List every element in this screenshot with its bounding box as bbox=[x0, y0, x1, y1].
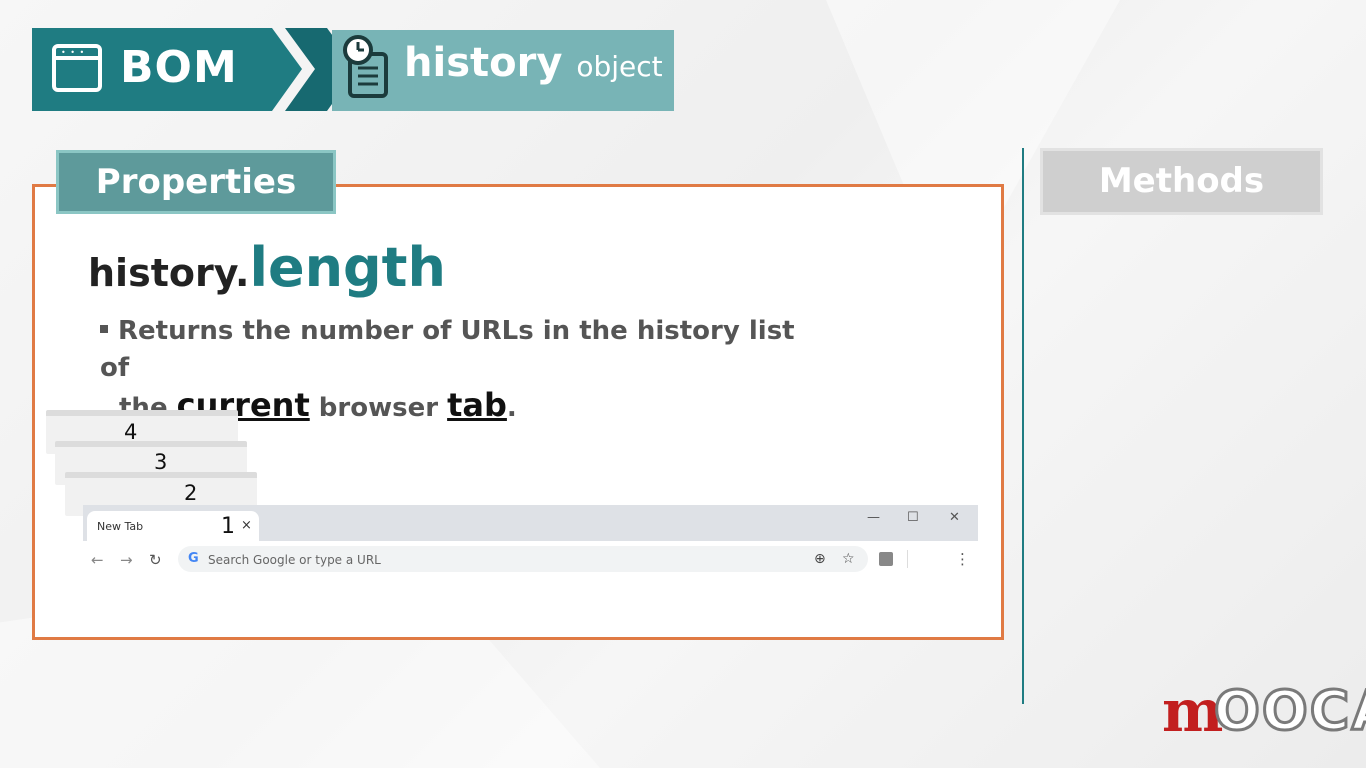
section-banner: • • • BOM history object bbox=[32, 28, 674, 111]
bom-banner-segment bbox=[32, 28, 302, 111]
browser-toolbar: ← → ↻ G Search Google or type a URL ⊕ ☆ … bbox=[83, 541, 978, 579]
browser-window: New Tab 1 × — ☐ ✕ ← → ↻ G Search Google … bbox=[83, 505, 978, 579]
browser-tab[interactable]: New Tab 1 × bbox=[87, 511, 259, 541]
properties-tab: Properties bbox=[56, 150, 336, 214]
zoom-icon[interactable]: ⊕ bbox=[814, 551, 826, 567]
heading-property: length bbox=[249, 236, 446, 299]
methods-tab: Methods bbox=[1040, 148, 1323, 215]
history-entry-number: 3 bbox=[154, 450, 168, 474]
logo-wordmark: OOCA bbox=[1212, 678, 1366, 743]
close-window-icon[interactable]: ✕ bbox=[949, 510, 960, 525]
description-line-1: Returns the number of URLs in the histor… bbox=[100, 316, 795, 383]
property-heading: history.length bbox=[88, 236, 446, 299]
tab-title: New Tab bbox=[97, 520, 144, 533]
address-bar[interactable]: G Search Google or type a URL ⊕ ☆ bbox=[178, 546, 868, 572]
pdf-icon[interactable] bbox=[879, 552, 893, 566]
star-icon[interactable]: ☆ bbox=[842, 551, 855, 567]
google-icon: G bbox=[188, 551, 199, 566]
history-entry-number: 2 bbox=[184, 481, 198, 505]
description-period: . bbox=[506, 393, 517, 423]
address-placeholder: Search Google or type a URL bbox=[208, 553, 381, 567]
reload-icon[interactable]: ↻ bbox=[149, 551, 162, 569]
history-entry-number: 4 bbox=[124, 420, 138, 444]
bom-title: BOM bbox=[120, 42, 238, 93]
toolbar-separator bbox=[907, 550, 908, 568]
maximize-icon[interactable]: ☐ bbox=[907, 510, 919, 525]
minimize-icon[interactable]: — bbox=[867, 510, 880, 525]
description-word-browser: browser bbox=[318, 393, 439, 423]
history-document-icon bbox=[343, 35, 388, 98]
heading-object: history bbox=[88, 251, 235, 295]
bullet-marker bbox=[100, 324, 108, 333]
browser-window-icon: • • • bbox=[52, 44, 102, 92]
object-word: object bbox=[576, 50, 663, 83]
back-icon[interactable]: ← bbox=[91, 551, 104, 569]
section-divider bbox=[1022, 148, 1024, 704]
history-title: history object bbox=[404, 40, 663, 86]
menu-icon[interactable]: ⋮ bbox=[955, 550, 970, 568]
heading-dot: . bbox=[235, 251, 250, 295]
history-entry-number: 1 bbox=[221, 514, 235, 539]
logo-mark: m bbox=[1162, 677, 1223, 745]
tab-strip: New Tab 1 × — ☐ ✕ bbox=[83, 505, 978, 541]
history-word: history bbox=[404, 40, 563, 86]
tab-close-icon[interactable]: × bbox=[241, 518, 252, 533]
forward-icon[interactable]: → bbox=[120, 551, 133, 569]
emphasis-tab: tab bbox=[447, 386, 507, 424]
history-banner-segment bbox=[332, 30, 674, 111]
